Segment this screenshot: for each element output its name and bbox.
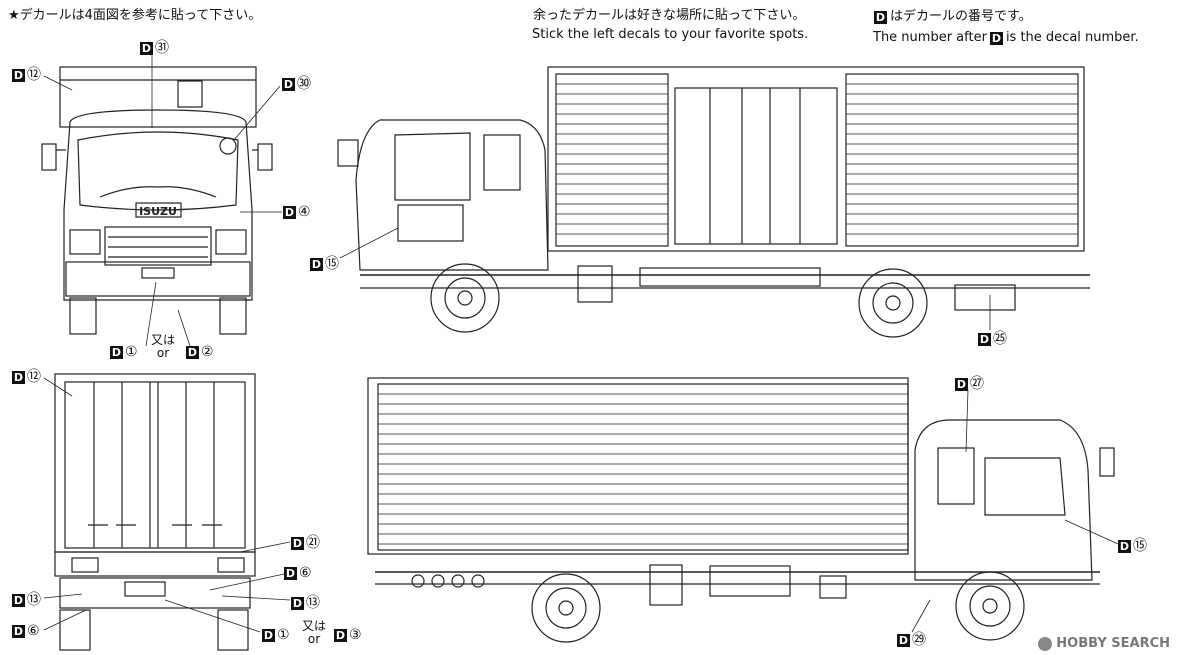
decal-label-12-front: D ⑫ [12,67,41,83]
decal-label-13-right: D ⑬ [291,595,320,611]
decal-number: ㉕ [993,331,1007,347]
decal-number: ㉙ [912,632,926,648]
decal-number: ⑫ [27,369,41,385]
decal-number: ⑮ [325,256,339,272]
decal-number: ㉗ [970,376,984,392]
decal-number: ⑬ [27,592,41,608]
decal-marker: D [334,628,347,642]
decal-number-note-jp-text: はデカールの番号です。 [890,9,1032,24]
decal-label-29: D ㉙ [897,632,926,648]
decal-marker: D [12,593,25,607]
decal-marker: D [1118,539,1131,553]
or-note-rear: 又は or [302,620,326,646]
hobby-search-logo-icon [1038,636,1053,651]
decal-number: ② [201,344,214,360]
decal-number: ㉑ [306,535,320,551]
or-en: or [156,346,170,360]
decal-label-27: D ㉗ [955,376,984,392]
decal-marker: D [140,41,153,55]
decal-label-25: D ㉕ [978,331,1007,347]
decal-marker: D [282,77,295,91]
decal-marker: D [284,566,297,580]
decal-label-6-right: D ⑥ [284,565,312,581]
decal-marker: D [291,596,304,610]
decal-number: ㉛ [155,40,169,56]
decal-marker: D [310,257,323,271]
decal-label-2: D ② [186,344,214,360]
decal-label-15-side: D ⑮ [310,256,339,272]
decal-number-note-en: The number after D is the decal number. [873,30,1139,46]
decal-label-12-rear: D ⑫ [12,369,41,385]
decal-marker: D [989,31,1003,45]
leader-lines [43,55,1119,633]
decal-number: ③ [349,627,362,643]
front-grille-text: ISUZU [139,205,177,218]
decal-number: ① [125,344,138,360]
decal-label-31: D ㉛ [140,40,169,56]
decal-number-note-en-a: The number after [873,30,987,45]
decal-label-15-left-side: D ⑮ [1118,538,1147,554]
decal-number: ㉚ [297,76,311,92]
decal-number: ⑬ [306,595,320,611]
decal-marker: D [978,332,991,346]
leftover-note-jp: 余ったデカールは好きな場所に貼って下さい。 [533,8,806,23]
rear-view [54,373,256,651]
decal-marker: D [12,624,25,638]
decal-label-4: D ④ [283,204,311,220]
decal-label-6-left: D ⑥ [12,623,40,639]
side-view-right [337,66,1090,338]
decal-marker: D [291,536,304,550]
decal-number: ① [277,627,290,643]
decal-marker: D [897,633,910,647]
or-jp: 又は [151,333,176,347]
or-en: or [307,632,321,646]
decal-number-note-jp: D はデカールの番号です。 [874,9,1032,25]
decal-marker: D [262,628,275,642]
or-note-front: 又は or [151,334,175,360]
decal-label-21: D ㉑ [291,535,320,551]
decal-marker: D [110,345,123,359]
or-jp: 又は [302,619,327,633]
decal-marker: D [186,345,199,359]
decal-marker: D [283,205,296,219]
front-view: ISUZU [41,66,273,335]
decal-marker: D [874,10,887,24]
instruction-note-jp: ★デカールは4面図を参考に貼って下さい。 [8,8,262,23]
decal-label-1-rear: D ① [262,627,290,643]
watermark-text: HOBBY SEARCH [1056,636,1170,651]
decal-marker: D [12,68,25,82]
decal-number-note-en-b: is the decal number. [1005,30,1139,45]
decal-marker: D [955,377,968,391]
decal-label-3: D ③ [334,627,362,643]
decal-label-30: D ㉚ [282,76,311,92]
leftover-note-en: Stick the left decals to your favorite s… [532,27,809,42]
decal-number: ⑮ [1133,538,1147,554]
side-view-left [367,377,1115,643]
decal-number: ⑥ [27,623,40,639]
decal-number: ⑫ [27,67,41,83]
decal-marker: D [12,370,25,384]
decal-label-13-left: D ⑬ [12,592,41,608]
decal-label-1-front: D ① [110,344,138,360]
decal-number: ⑥ [299,565,312,581]
watermark: HOBBY SEARCH [1038,636,1170,651]
decal-number: ④ [298,204,311,220]
